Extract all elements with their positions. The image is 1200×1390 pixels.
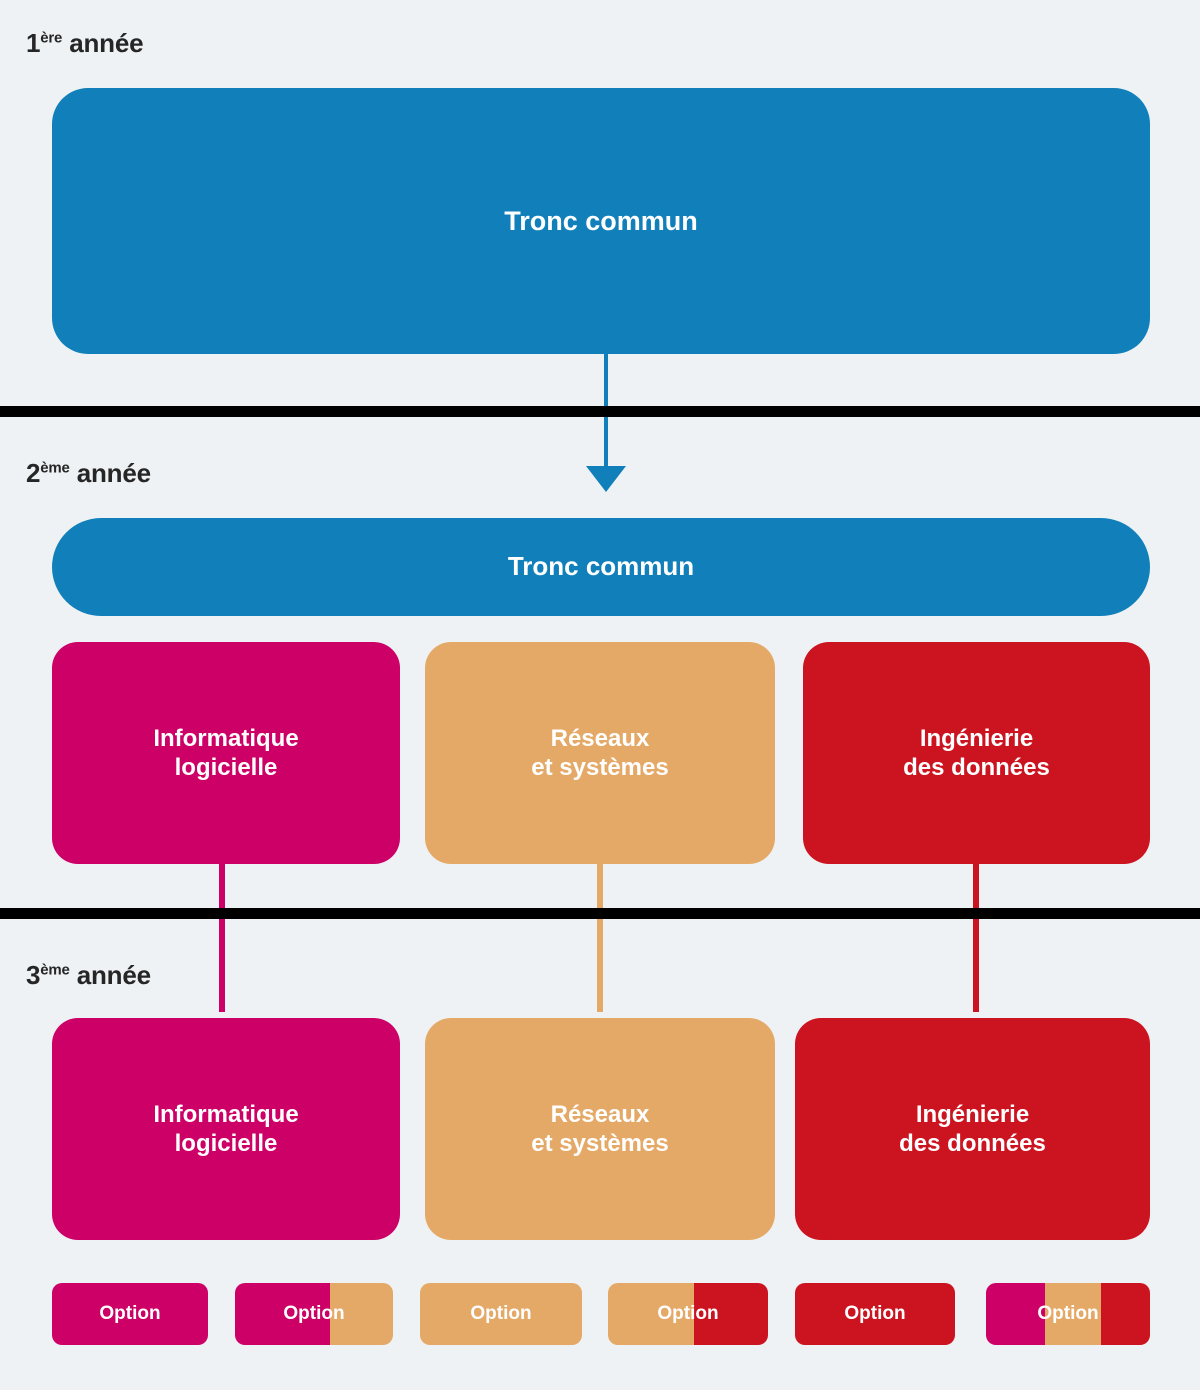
divider-year1-year2 — [0, 406, 1200, 417]
divider-year2-year3 — [0, 908, 1200, 919]
option-band — [608, 1283, 695, 1345]
year2-track-2-line2: des données — [903, 754, 1050, 781]
year2-core-box[interactable]: Tronc commun — [52, 518, 1150, 616]
year3-track-1-line2: et systèmes — [531, 1130, 669, 1157]
option-band — [986, 1283, 1046, 1345]
year1-core-label: Tronc commun — [504, 205, 698, 236]
arrow-head-year1-to-year2 — [586, 466, 626, 492]
year3-track-informatique-logicielle[interactable]: Informatique logicielle — [52, 1018, 400, 1240]
option-band — [694, 1283, 768, 1345]
year3-track-1-line1: Réseaux — [550, 1100, 650, 1128]
year-word-1: année — [69, 28, 144, 58]
option-band — [1045, 1283, 1101, 1345]
option-badge-4-label: Option — [657, 1303, 719, 1324]
year3-track-reseaux-et-systemes[interactable]: Réseaux et systèmes — [425, 1018, 775, 1240]
option-band — [795, 1283, 955, 1345]
year2-track-0-line2: logicielle — [174, 754, 278, 781]
year-word-2: année — [76, 458, 151, 488]
year-label-3: 3ème année — [26, 960, 151, 991]
year2-track-1-line2: et systèmes — [531, 754, 669, 781]
option-badge-5-label: Option — [844, 1303, 906, 1324]
option-badge-4[interactable]: Option — [608, 1283, 768, 1345]
connector-ingenierie-des-donnees — [973, 864, 979, 1012]
year3-track-0-line1: Informatique — [153, 1100, 299, 1128]
year-label-1: 1ère année — [26, 28, 144, 59]
option-band — [235, 1283, 330, 1345]
option-badge-2-label: Option — [283, 1303, 345, 1324]
option-band — [420, 1283, 582, 1345]
year3-track-0-line2: logicielle — [174, 1130, 278, 1157]
option-badge-5[interactable]: Option — [795, 1283, 955, 1345]
year-word-3: année — [76, 960, 151, 990]
option-badge-2[interactable]: Option — [235, 1283, 393, 1345]
year2-track-ingenierie-des-donnees[interactable]: Ingénierie des données — [803, 642, 1150, 864]
year3-track-2-line1: Ingénierie — [915, 1100, 1030, 1128]
year-number-3: 3 — [26, 960, 41, 990]
option-badge-3-label: Option — [470, 1303, 532, 1324]
year2-track-0-line1: Informatique — [153, 724, 299, 752]
option-badge-1[interactable]: Option — [52, 1283, 208, 1345]
year2-track-2-line1: Ingénierie — [919, 724, 1034, 752]
year-number-2: 2 — [26, 458, 41, 488]
year-label-2: 2ème année — [26, 458, 151, 489]
year-number-1: 1 — [26, 28, 41, 58]
year2-track-1-line1: Réseaux — [550, 724, 650, 752]
year3-track-2-line2: des données — [899, 1130, 1046, 1157]
connector-reseaux-et-systemes — [597, 864, 603, 1012]
year2-track-informatique-logicielle[interactable]: Informatique logicielle — [52, 642, 400, 864]
option-band — [52, 1283, 208, 1345]
option-band — [1100, 1283, 1150, 1345]
year2-track-reseaux-et-systemes[interactable]: Réseaux et systèmes — [425, 642, 775, 864]
year-ordinal-2: ème — [40, 459, 70, 477]
option-badge-6[interactable]: Option — [986, 1283, 1150, 1345]
connector-informatique-logicielle — [219, 864, 225, 1012]
option-badge-3[interactable]: Option — [420, 1283, 582, 1345]
year2-core-label: Tronc commun — [507, 551, 695, 582]
option-badge-1-label: Option — [99, 1303, 161, 1324]
year-ordinal-3: ème — [40, 961, 70, 979]
year1-core-box[interactable]: Tronc commun — [52, 88, 1150, 354]
year-ordinal-1: ère — [40, 29, 63, 47]
option-band — [329, 1283, 393, 1345]
year3-track-ingenierie-des-donnees[interactable]: Ingénierie des données — [795, 1018, 1150, 1240]
option-badge-6-label: Option — [1037, 1303, 1099, 1324]
